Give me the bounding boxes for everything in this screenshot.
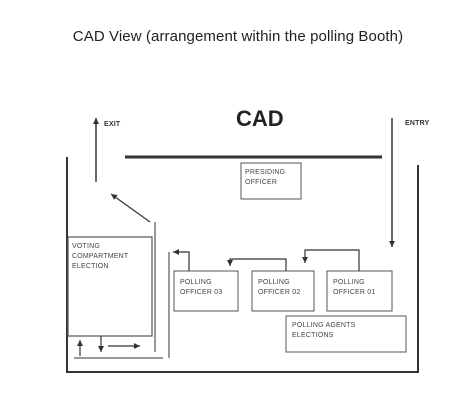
polling-officer-3-box — [173, 270, 239, 312]
flow-o2-o3 — [227, 258, 287, 271]
polling-agents-label: POLLING AGENTS ELECTIONS — [292, 322, 356, 339]
polling-officer-2-box — [251, 270, 315, 312]
flow-o1-o2 — [302, 249, 360, 271]
voting-compartment-label: VOTING COMPARTMENT ELECTION — [72, 243, 129, 270]
to-exit-arrow — [110, 193, 151, 223]
polling-officer-1-label: POLLING OFFICER 01 — [333, 279, 376, 296]
presiding-officer-box — [240, 162, 302, 200]
polling-officer-2-label: POLLING OFFICER 02 — [258, 279, 301, 296]
booth-wall — [66, 157, 419, 373]
flow-o3-left — [173, 249, 190, 271]
diagram-title: CAD View (arrangement within the polling… — [72, 28, 404, 45]
polling-agents-box — [285, 315, 407, 353]
presiding-officer-label: PRESIDING OFFICER — [245, 169, 286, 186]
voting-compartment-box — [67, 236, 153, 337]
cad-label: CAD — [236, 106, 284, 131]
exit-label: EXIT — [104, 121, 121, 128]
polling-officer-3-label: POLLING OFFICER 03 — [180, 279, 223, 296]
entry-label: ENTRY — [405, 120, 430, 127]
